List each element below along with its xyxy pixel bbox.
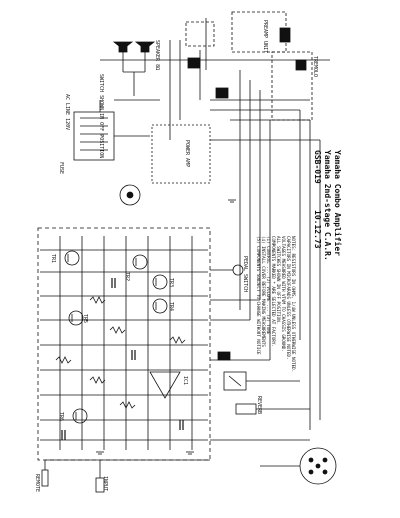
power-amp-box — [151, 124, 211, 184]
tremolo-label: TREMOLO — [312, 56, 318, 78]
power-amp-label: POWER AMP — [184, 140, 190, 168]
ic1-op-amp — [149, 371, 181, 399]
note-line: (4) INSTALL COVER BEFORE MAKING MEASUREM… — [261, 236, 266, 347]
title-line-2: Yamaha 2nd-stage C.A.R. — [323, 150, 332, 261]
note-line: CAPACITORS IN MICROFARADS UNLESS OTHERWI… — [286, 236, 291, 360]
speaker-label: SPEAKER 8Ω — [154, 40, 160, 71]
rotary-switch — [119, 184, 141, 206]
connector-3 — [279, 27, 291, 43]
transistor-tr6 — [72, 408, 88, 424]
power-switch-note: SWITCH SHOWN IN OFF POSITION — [98, 74, 104, 159]
tr6-label: TR6 — [58, 412, 64, 422]
tr1-label: TR1 — [50, 254, 56, 264]
fuse-label: FUSE — [58, 162, 64, 175]
transistor-tr5 — [68, 310, 84, 326]
connector-2 — [215, 87, 229, 99]
speaker-right-icon — [134, 41, 156, 53]
input-jack-icon — [95, 460, 105, 493]
title-line-3: GSB-019 — [313, 150, 322, 184]
transistor-tr1 — [64, 250, 80, 266]
remote-jack-icon — [41, 460, 49, 487]
connector-1 — [187, 57, 201, 69]
note-line: (1) CONTROL ... (2) VOLUME ... (3) TONE — [266, 236, 271, 335]
ac-line-label: AC LINE 120V — [64, 94, 70, 131]
tr4-label: TR4 — [168, 302, 174, 312]
connector-4 — [295, 59, 307, 71]
note-line: (5) COMPONENTS SUBJECT TO CHANGE WITHOUT… — [256, 236, 261, 355]
tr5-label: TR5 — [82, 314, 88, 324]
transistor-tr3 — [152, 274, 168, 290]
tr3-label: TR3 — [168, 278, 174, 288]
reverb-label: REVERB — [256, 396, 262, 415]
notes-block: NOTES: RESISTORS IN OHMS, 1/4W UNLESS OT… — [256, 236, 296, 372]
reverb-block — [235, 403, 257, 415]
note-line: VOLTAGES MEASURED WITH VTVM TO CHASSIS G… — [281, 236, 286, 352]
preamp-unit-label: PREAMP UNIT — [262, 20, 268, 54]
input-label: INPUT — [102, 476, 108, 492]
transistor-tr4 — [152, 298, 168, 314]
tr2-label: TR2 — [124, 272, 130, 282]
ic1-label: IC1 — [182, 376, 188, 386]
pedal-switch-label: PEDAL SWITCH — [242, 256, 248, 293]
main-board-box — [37, 227, 211, 461]
note-line: NOTES: RESISTORS IN OHMS, 1/4W UNLESS OT… — [291, 236, 296, 373]
transistor-tr2 — [132, 254, 148, 270]
unit-a-box — [185, 21, 215, 47]
power-transformer — [73, 111, 115, 161]
title-line-1: Yamaha Combo Amplifier — [333, 150, 342, 256]
speaker-left-icon — [112, 41, 134, 53]
title-date: 10.12.73 — [313, 210, 322, 249]
preamp-unit-box — [231, 11, 287, 53]
note-line: COMPONENTS MARKED * ARE SELECTED AT FACT… — [271, 236, 276, 347]
remote-label: REMOTE — [34, 474, 40, 493]
